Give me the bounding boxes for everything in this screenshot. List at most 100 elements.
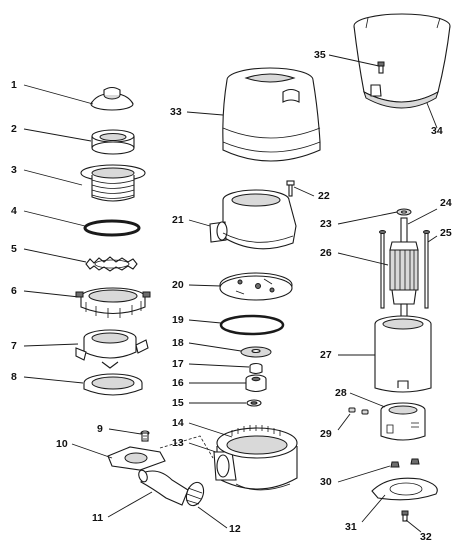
callout-18: 18 xyxy=(172,337,184,349)
part-26-rotor xyxy=(389,217,419,319)
part-17-seal xyxy=(249,362,263,375)
callout-10: 10 xyxy=(56,438,68,450)
part-16-bearing xyxy=(245,374,267,393)
part-5-snap-ring xyxy=(85,256,138,272)
leader-24 xyxy=(407,208,438,225)
callout-17: 17 xyxy=(172,358,184,370)
callout-24: 24 xyxy=(440,197,452,209)
part-12-tube-coupling xyxy=(185,481,205,507)
callout-20: 20 xyxy=(172,279,184,291)
part-20-shredder-plate xyxy=(219,272,293,301)
part-25-through-bolts xyxy=(379,230,430,309)
callout-25: 25 xyxy=(440,227,452,239)
callout-15: 15 xyxy=(172,397,184,409)
part-34-lower-shell xyxy=(353,13,451,109)
leader-12 xyxy=(197,506,228,529)
callout-23: 23 xyxy=(320,218,332,230)
leader-30 xyxy=(337,465,391,483)
part-19-o-ring xyxy=(219,314,285,336)
part-7-mounting-ring xyxy=(75,329,149,369)
callout-11: 11 xyxy=(92,512,103,524)
leader-lines xyxy=(23,54,438,533)
callout-31: 31 xyxy=(345,521,357,533)
part-35-screw xyxy=(377,61,385,74)
leader-33 xyxy=(186,111,224,116)
callout-3: 3 xyxy=(11,164,17,176)
callout-22: 22 xyxy=(318,190,330,202)
leader-14 xyxy=(188,422,233,438)
callout-1: 1 xyxy=(11,79,17,91)
leader-34 xyxy=(426,102,438,129)
part-31-cover-plate xyxy=(371,477,438,501)
leader-9 xyxy=(108,428,142,435)
leader-19 xyxy=(188,319,222,324)
callout-9: 9 xyxy=(97,423,103,435)
part-22-screw xyxy=(286,180,295,197)
leader-1 xyxy=(23,84,94,105)
leader-26 xyxy=(337,252,389,266)
callout-27: 27 xyxy=(320,349,332,361)
callout-32: 32 xyxy=(420,531,432,543)
part-33-sound-shell xyxy=(222,67,321,162)
part-28-motor-end xyxy=(380,402,426,441)
leader-17 xyxy=(188,363,250,368)
callout-7: 7 xyxy=(11,340,17,352)
callout-29: 29 xyxy=(320,428,332,440)
callout-5: 5 xyxy=(11,243,17,255)
part-21-upper-housing xyxy=(209,189,297,250)
callout-26: 26 xyxy=(320,247,332,259)
leader-6 xyxy=(23,290,80,298)
part-1-stopper xyxy=(90,86,134,111)
leader-8 xyxy=(23,376,84,384)
callout-14: 14 xyxy=(172,417,184,429)
callout-2: 2 xyxy=(11,123,17,135)
leader-31 xyxy=(361,494,386,523)
callout-28: 28 xyxy=(335,387,347,399)
leader-22 xyxy=(293,186,315,197)
callout-35: 35 xyxy=(314,49,326,61)
callout-4: 4 xyxy=(11,205,17,217)
leader-23 xyxy=(337,211,398,225)
part-29-clips xyxy=(348,407,369,415)
part-13-lower-housing xyxy=(213,446,298,491)
callout-19: 19 xyxy=(172,314,184,326)
part-3-sink-flange xyxy=(80,164,146,202)
callout-33: 33 xyxy=(170,106,182,118)
callout-12: 12 xyxy=(229,523,241,535)
part-10-discharge-flange xyxy=(107,446,166,471)
leader-7 xyxy=(23,343,79,347)
part-18-washer xyxy=(240,346,272,358)
part-15-washer xyxy=(246,399,262,407)
callout-13: 13 xyxy=(172,437,184,449)
leader-10 xyxy=(71,443,113,459)
leader-28 xyxy=(349,392,386,408)
part-32-screw xyxy=(401,510,409,522)
callout-30: 30 xyxy=(320,476,332,488)
part-14-housing-rim xyxy=(216,425,298,459)
callout-labels: 1 2 3 4 5 6 7 8 9 10 11 12 13 14 15 16 1… xyxy=(11,49,452,543)
part-30-nuts xyxy=(390,458,420,468)
leader-4 xyxy=(23,210,86,227)
leader-32 xyxy=(405,519,422,533)
leader-5 xyxy=(23,248,87,263)
leader-21 xyxy=(188,219,211,227)
part-11-discharge-tube xyxy=(138,469,189,506)
leader-35 xyxy=(328,54,380,67)
leader-3 xyxy=(23,169,83,186)
callout-34: 34 xyxy=(431,125,443,137)
leader-25 xyxy=(427,235,438,243)
part-27-stator xyxy=(374,315,432,393)
part-24-washer xyxy=(396,208,412,216)
leader-11 xyxy=(107,491,153,518)
leader-29 xyxy=(337,413,351,431)
part-9-screw xyxy=(140,430,150,442)
leader-18 xyxy=(188,342,242,352)
part-4-gasket xyxy=(83,219,141,237)
callout-8: 8 xyxy=(11,371,17,383)
part-2-strainer xyxy=(91,129,135,155)
part-6-mounting-ring xyxy=(75,287,151,318)
callout-21: 21 xyxy=(172,214,184,226)
callout-16: 16 xyxy=(172,377,184,389)
leader-13 xyxy=(188,442,217,453)
leader-20 xyxy=(188,284,222,287)
